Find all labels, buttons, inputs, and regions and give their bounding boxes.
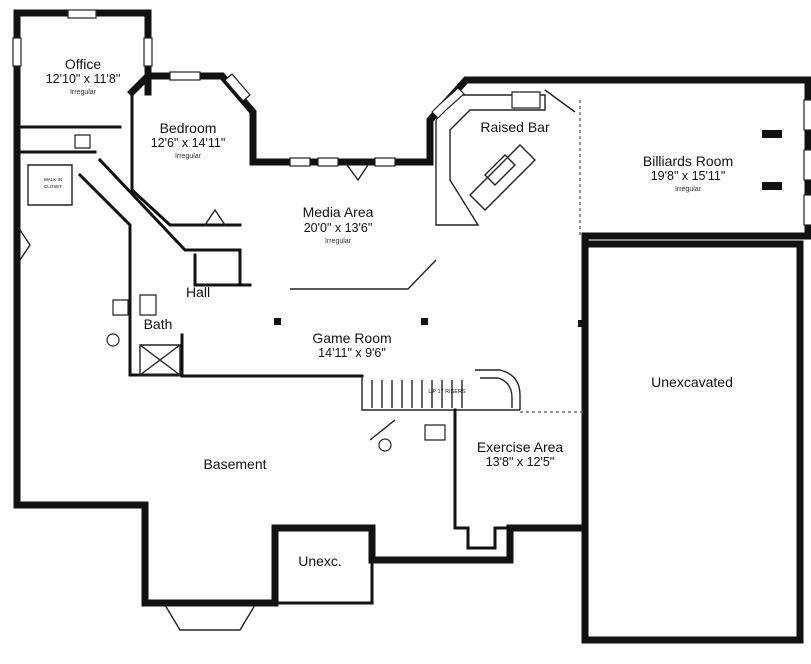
- closet-line2: CLOSET: [44, 184, 62, 189]
- office-note: Irregular: [70, 89, 97, 96]
- interior-walls: [18, 89, 585, 550]
- exterior-walls: [13, 9, 811, 644]
- bedroom-name: Bedroom: [160, 120, 217, 136]
- office-name: Office: [65, 56, 102, 72]
- bottom-bay: [164, 604, 256, 631]
- columns: [274, 318, 583, 327]
- media-note: Irregular: [325, 238, 352, 245]
- windows: [12, 9, 811, 226]
- raised-bar-name: Raised Bar: [480, 119, 550, 135]
- game-dims: 14'11" x 9'6": [318, 346, 386, 360]
- office-dims: 12'10" x 11'8": [46, 72, 121, 86]
- bath-name: Bath: [144, 316, 173, 332]
- closet-line1: WALK-IN: [44, 177, 63, 182]
- game-name: Game Room: [312, 330, 391, 346]
- stairs-label: UP 17 RISERS: [428, 389, 466, 395]
- billiards-name: Billiards Room: [643, 153, 733, 169]
- media-name: Media Area: [303, 204, 374, 220]
- bedroom-dims: 12'6" x 14'11": [151, 136, 226, 150]
- unexc-name: Unexc.: [298, 553, 342, 569]
- bedroom-note: Irregular: [175, 153, 202, 160]
- billiards-note: Irregular: [675, 186, 702, 193]
- billiards-dims: 19'8" x 15'11": [651, 169, 726, 183]
- basement-name: Basement: [203, 456, 266, 472]
- hall-name: Hall: [186, 284, 210, 300]
- unexcavated-name: Unexcavated: [651, 374, 733, 390]
- room-labels: Office 12'10" x 11'8" Irregular Bedroom …: [44, 56, 733, 569]
- media-dims: 20'0" x 13'6": [304, 221, 373, 235]
- billiards-wall-marks: [762, 130, 782, 190]
- exercise-dims: 13'8" x 12'5": [486, 455, 555, 469]
- exercise-name: Exercise Area: [477, 439, 564, 455]
